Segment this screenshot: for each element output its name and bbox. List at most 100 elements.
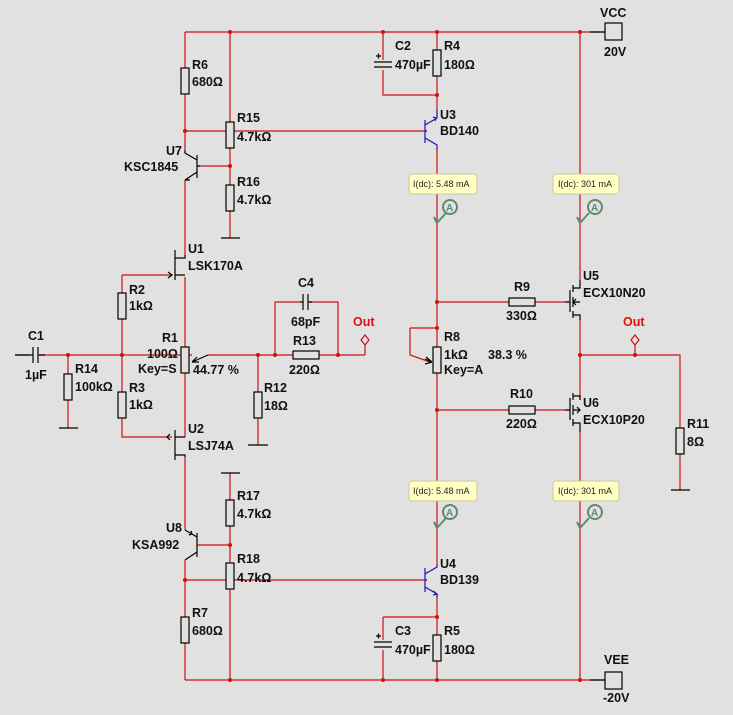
svg-text:A: A [446,508,453,519]
label-value: 4.7kΩ [237,193,271,207]
resistor-r2[interactable] [117,292,127,320]
resistor-r15[interactable] [225,121,235,149]
capacitor-c3[interactable] [374,633,392,648]
resistors [63,49,685,662]
out-label: Out [623,315,645,329]
label-value: 1µF [25,368,47,382]
label-value: 1kΩ [444,348,468,362]
potentiometer-setting: 38.3 % [488,348,527,362]
resistor-r4[interactable] [432,49,442,77]
label-key: Key=S [138,362,177,376]
current-reading: I(dc): 5.48 mA [413,486,470,496]
label-value: 180Ω [444,58,475,72]
label-ref: R16 [237,175,260,189]
ammeter-4[interactable]: I(dc): 301 mA A [552,480,620,530]
label-ref: R17 [237,489,260,503]
label-value: 4.7kΩ [237,571,271,585]
labels: VCC 20V VEE -20V R6 680Ω R15 4.7kΩ U7 KS… [25,6,709,705]
out-probe-2[interactable] [630,334,640,346]
label-value: 8Ω [687,435,704,449]
jfet-u2[interactable] [166,430,186,460]
mosfet-u5[interactable] [565,280,581,320]
label-ref: R6 [192,58,208,72]
transistor-u7[interactable] [184,150,200,181]
label-ref: U2 [188,422,204,436]
resistor-r11[interactable] [675,427,685,455]
resistor-r9[interactable] [508,297,536,307]
vee-label: VEE [604,653,629,667]
potentiometer-setting: 44.77 % [193,363,239,377]
resistor-r14[interactable] [63,373,73,401]
label-value: ECX10P20 [583,413,645,427]
resistor-r5[interactable] [432,634,442,662]
resistor-r16[interactable] [225,184,235,212]
vcc-value: 20V [604,45,627,59]
ammeter-2[interactable]: I(dc): 301 mA A [552,173,620,225]
ammeter-1[interactable]: I(dc): 5.48 mA A [408,173,478,225]
label-value: KSA992 [132,538,179,552]
label-ref: R12 [264,381,287,395]
label-ref: U7 [166,144,182,158]
label-value: 680Ω [192,624,223,638]
label-ref: C3 [395,624,411,638]
label-ref: R13 [293,334,316,348]
mosfet-u6[interactable] [565,393,581,432]
label-ref: R14 [75,362,98,376]
capacitor-c1[interactable] [15,347,45,363]
potentiometer-r8[interactable] [432,346,442,374]
transistor-u4[interactable] [424,565,439,598]
label-value: BD139 [440,573,479,587]
label-value: 4.7kΩ [237,507,271,521]
grounds [59,237,690,491]
resistor-r18[interactable] [225,562,235,590]
resistor-r6[interactable] [180,67,190,95]
ammeter-arrow-icon [433,517,447,530]
label-value: LSK170A [188,259,243,273]
vcc-label: VCC [600,6,626,20]
vee-value: -20V [603,691,630,705]
capacitor-c2[interactable] [374,53,392,68]
vcc-terminal[interactable] [604,22,623,41]
jfet-u1[interactable] [167,250,186,280]
label-value: 1kΩ [129,398,153,412]
supplies [590,22,623,690]
label-ref: U5 [583,269,599,283]
resistor-r7[interactable] [180,616,190,644]
capacitor-c4[interactable] [300,294,312,310]
current-reading: I(dc): 301 mA [558,486,612,496]
transistor-u8[interactable] [184,529,198,561]
ammeter-3[interactable]: I(dc): 5.48 mA A [408,480,478,530]
current-reading: I(dc): 301 mA [558,179,612,189]
potentiometer-r1[interactable] [180,346,190,374]
ammeter-arrow-icon [576,517,590,530]
svg-text:A: A [591,508,598,519]
resistor-r3[interactable] [117,391,127,419]
transistor-u3[interactable] [424,110,438,150]
current-reading: I(dc): 5.48 mA [413,179,470,189]
svg-text:A: A [446,203,453,214]
label-value: 68pF [291,315,321,329]
label-ref: U4 [440,557,456,571]
svg-text:A: A [591,203,598,214]
label-ref: R15 [237,111,260,125]
transistors [166,110,581,598]
label-ref: U8 [166,521,182,535]
label-ref: C2 [395,39,411,53]
label-ref: R11 [687,417,709,431]
resistor-r17[interactable] [225,499,235,527]
label-ref: R4 [444,39,460,53]
resistor-r10[interactable] [508,405,536,415]
resistor-r13[interactable] [292,350,320,360]
out-probe-1[interactable] [360,334,370,346]
label-ref: R3 [129,381,145,395]
label-ref: C4 [298,276,314,290]
label-value: ECX10N20 [583,286,646,300]
resistor-r12[interactable] [253,391,263,419]
label-ref: C1 [28,329,44,343]
label-value: 1kΩ [129,299,153,313]
label-value: 680Ω [192,75,223,89]
capacitors [15,53,392,648]
vee-terminal[interactable] [604,671,623,690]
